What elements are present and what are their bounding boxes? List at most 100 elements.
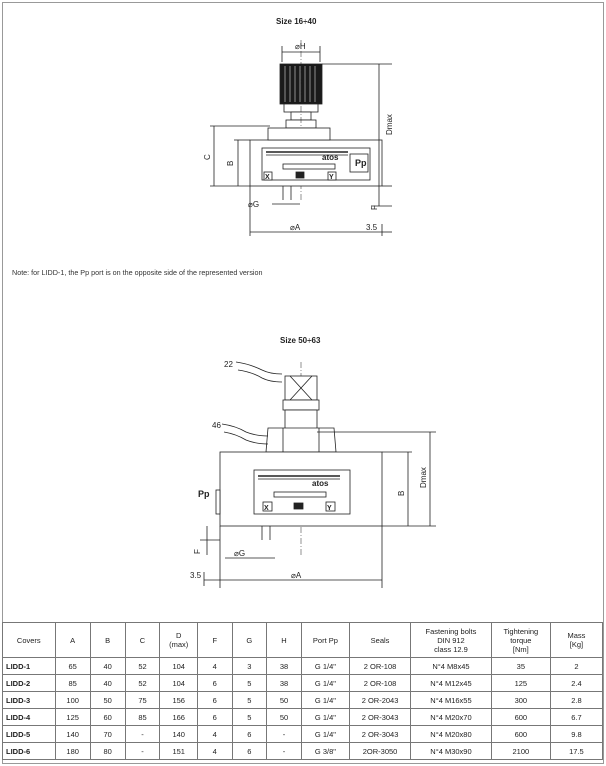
label-phi-h: ⌀H [295, 42, 306, 51]
table-cell: 125 [490, 674, 551, 692]
header-line: class 12.9 [434, 644, 468, 654]
table-cell: 300 [490, 691, 551, 709]
wrench-46-label: 46 [212, 421, 221, 430]
wrench-22-label: 22 [224, 360, 233, 369]
header-line: DIN 912 [437, 635, 465, 645]
table-cell: 140 [54, 725, 91, 743]
top-valve-drawing: ⌀H Dmax C B Pp F ⌀G ⌀A 3.5 atos X Y [203, 40, 394, 236]
label-3-5-bottom: 3.5 [190, 571, 202, 580]
table-cell: 5 [231, 691, 268, 709]
table-cell: 40 [89, 657, 126, 675]
model-cell: LIDD-4 [2, 708, 56, 726]
table-header-cell: Port Pp [300, 622, 350, 658]
table-cell: 65 [54, 657, 91, 675]
table-cell: N°4 M20x80 [410, 725, 492, 743]
table-cell: 6 [231, 725, 268, 743]
table-cell: 52 [124, 657, 161, 675]
label-c: C [203, 154, 212, 160]
label-dmax-top: Dmax [385, 114, 394, 135]
table-cell: 6 [197, 674, 233, 692]
table-header-cell: H [266, 622, 302, 658]
table-cell: 2100 [490, 742, 551, 760]
header-line: D [176, 631, 182, 640]
table-cell: N°4 M12x45 [410, 674, 492, 692]
table-cell: G 1/4" [300, 708, 350, 726]
note-text: Note: for LIDD-1, the Pp port is on the … [12, 268, 263, 277]
table-cell: 50 [89, 691, 126, 709]
table-cell: 40 [89, 674, 126, 692]
table-cell: N°4 M16x55 [410, 691, 492, 709]
table-cell: N°4 M20x70 [410, 708, 492, 726]
brand-atos-bottom: atos [312, 479, 329, 488]
table-cell: 6 [231, 742, 268, 760]
label-3-5-top: 3.5 [366, 223, 378, 232]
table-cell: 600 [490, 725, 551, 743]
table-cell: 125 [54, 708, 91, 726]
table-header-cell: Covers [2, 622, 56, 658]
header-line: (max) [169, 640, 189, 649]
bottom-valve-drawing: 22 46 Dmax B Pp F ⌀G ⌀A 3.5 atos X Y [190, 360, 436, 588]
table-cell: 35 [490, 657, 551, 675]
table-cell: 104 [159, 657, 199, 675]
header-line: B [105, 635, 111, 645]
table-cell: 50 [266, 691, 302, 709]
table-cell: 52 [124, 674, 161, 692]
label-phi-g-bottom: ⌀G [234, 549, 245, 558]
table-cell: 6 [197, 708, 233, 726]
model-cell: LIDD-6 [2, 742, 56, 760]
table-cell: 2 OR-3043 [348, 725, 412, 743]
header-line: torque [510, 635, 532, 645]
table-cell: - [266, 725, 302, 743]
model-cell: LIDD-1 [2, 657, 56, 675]
header-line: Tightening [503, 626, 539, 636]
brand-atos-top: atos [322, 153, 339, 162]
table-cell: 151 [159, 742, 199, 760]
table-header-cell: F [197, 622, 233, 658]
header-line: G [246, 635, 253, 645]
table-cell: G 1/4" [300, 691, 350, 709]
label-b-bottom: B [397, 491, 406, 496]
model-cell: LIDD-3 [2, 691, 56, 709]
table-cell: 2 [549, 657, 604, 675]
table-header-cell: A [54, 622, 91, 658]
header-line: Mass [567, 631, 586, 640]
table-cell: 70 [89, 725, 126, 743]
header-line: H [281, 635, 287, 645]
label-f-bottom: F [193, 549, 202, 554]
port-y-top: Y [329, 174, 334, 181]
table-cell: 180 [54, 742, 91, 760]
table-cell: G 3/8" [300, 742, 350, 760]
label-pp-bottom: Pp [198, 489, 210, 499]
table-cell: G 1/4" [300, 674, 350, 692]
table-cell: G 1/4" [300, 657, 350, 675]
table-cell: 166 [159, 708, 199, 726]
table-cell: 3 [231, 657, 268, 675]
table-cell: 2 OR-108 [348, 657, 412, 675]
table-header-cell: G [231, 622, 268, 658]
table-cell: 85 [124, 708, 161, 726]
table-cell: 4 [197, 742, 233, 760]
header-line: Seals [370, 635, 390, 645]
table-header-cell: Seals [348, 622, 412, 658]
table-cell: - [266, 742, 302, 760]
label-pp-top: Pp [355, 158, 367, 168]
table-cell: 140 [159, 725, 199, 743]
table-cell: 100 [54, 691, 91, 709]
bottom-drawing-title: Size 50÷63 [280, 336, 321, 345]
table-header-cell: Mass[Kg] [549, 622, 604, 658]
header-line: F [212, 635, 218, 645]
table-cell: 5 [231, 708, 268, 726]
table-cell: N°4 M8x45 [410, 657, 492, 675]
table-cell: 38 [266, 674, 302, 692]
table-header-cell: D(max) [159, 622, 199, 658]
table-cell: N°4 M30x90 [410, 742, 492, 760]
table-cell: 156 [159, 691, 199, 709]
table-cell: - [124, 742, 161, 760]
